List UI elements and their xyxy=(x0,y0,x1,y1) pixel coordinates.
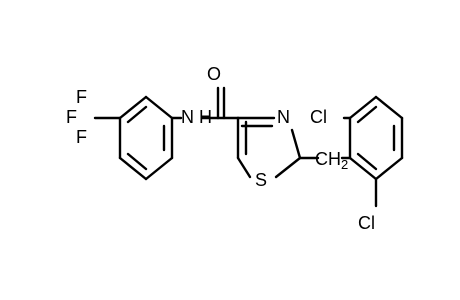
bond-ar1-2 xyxy=(144,95,174,120)
bond-ar1-1 xyxy=(118,95,148,120)
atom-ch2-subscript: 2 xyxy=(341,157,348,172)
atom-ring-s: S xyxy=(255,170,267,190)
bond-c2-s1 xyxy=(274,156,302,179)
phenyl-ring-left xyxy=(118,95,174,181)
bond-ar2-inner-3 xyxy=(356,152,378,171)
phenyl-ring-right xyxy=(348,95,404,181)
atom-f-top: F xyxy=(76,87,87,107)
bond-ar1-4 xyxy=(144,156,174,181)
atom-nh: N H xyxy=(181,107,212,127)
atom-carbonyl-o: O xyxy=(207,64,221,84)
bond-n3-c2 xyxy=(290,128,302,160)
bond-ar1-inner-1 xyxy=(126,105,148,124)
atom-f-bottom: F xyxy=(76,127,87,147)
thiazole-ring xyxy=(236,116,302,179)
atom-ch2-main: CH xyxy=(315,149,341,169)
bond-ar2-2 xyxy=(348,95,378,120)
bond-ar2-5 xyxy=(374,156,404,181)
atom-labels: F F F N H O N S CH2 Cl Cl xyxy=(66,64,375,233)
atom-f-left: F xyxy=(66,107,77,127)
atom-cl-top: Cl xyxy=(310,107,327,127)
bond-ar2-3 xyxy=(374,95,404,120)
bond-ar1-5 xyxy=(118,156,148,181)
bond-ar1-inner-3 xyxy=(126,152,148,171)
bond-ar2-inner-1 xyxy=(356,105,378,124)
atom-ring-n: N xyxy=(277,107,290,127)
atom-cl-bottom: Cl xyxy=(358,213,375,233)
atom-ch2: CH2 xyxy=(315,149,348,173)
bond-s1-c5 xyxy=(236,156,252,179)
bond-ar2-6 xyxy=(348,156,378,181)
